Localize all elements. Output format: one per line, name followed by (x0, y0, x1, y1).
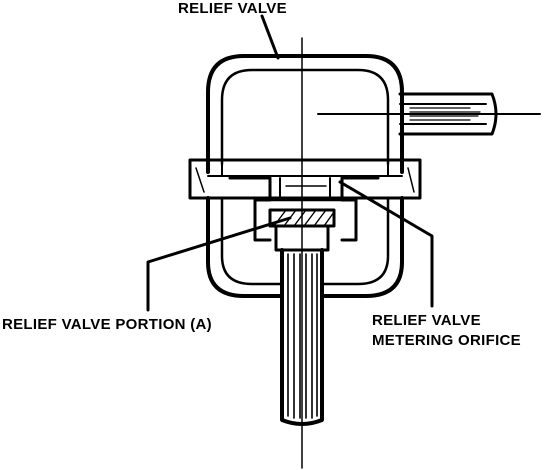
leader-relief-valve (260, 14, 280, 60)
dome-cap-inner (220, 68, 390, 166)
relief-valve-portion (268, 208, 336, 228)
label-metering-orifice-line2: METERING ORIFICE (372, 332, 521, 349)
flange (188, 158, 422, 200)
lower-body (206, 196, 404, 298)
dome-cap-outer (206, 54, 404, 174)
label-relief-valve: RELIEF VALVE (178, 0, 287, 17)
leader-metering-orifice (338, 180, 434, 308)
lower-body-inner (220, 196, 390, 286)
label-metering-orifice-line1: RELIEF VALVE (372, 312, 481, 329)
leader-valve-portion (146, 216, 292, 312)
label-relief-valve-portion: RELIEF VALVE PORTION (A) (2, 316, 212, 333)
internal-housing (228, 176, 380, 242)
stem (274, 226, 330, 426)
